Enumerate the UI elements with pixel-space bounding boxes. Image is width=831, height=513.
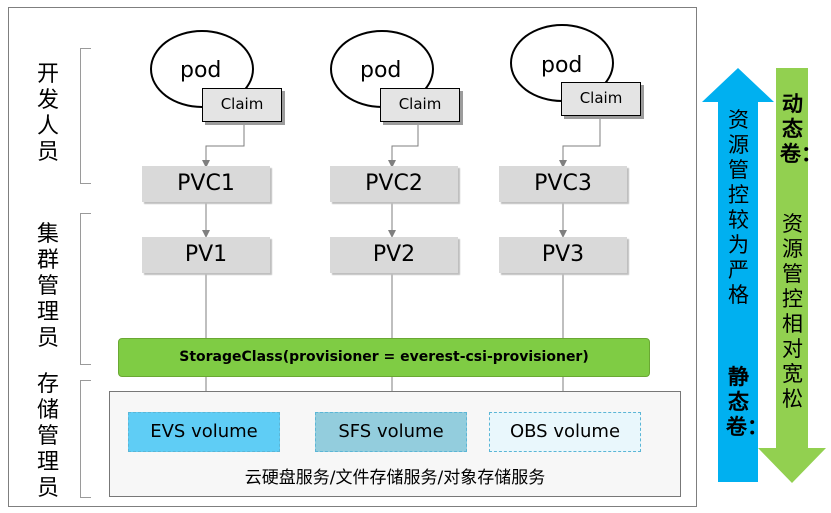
claim3-to-pvc3-line [559, 117, 601, 168]
pv-1: PV1 [142, 237, 270, 273]
static-volume-arrow [702, 68, 774, 482]
static-volume-title: 资源管控较为严格 [728, 108, 749, 307]
pvc-3: PVC3 [499, 166, 627, 202]
cluster-admin-bracket [80, 213, 91, 365]
claim1-to-pvc1-line [202, 124, 245, 168]
dynamic-volume-arrow [758, 68, 826, 483]
pv-2: PV2 [330, 237, 458, 273]
pv-3: PV3 [499, 237, 627, 273]
claim-2: Claim [380, 88, 460, 122]
pod-3-label: pod [541, 53, 583, 78]
pvc-1: PVC1 [142, 166, 270, 202]
storage-admin-bracket [80, 380, 91, 498]
cluster-admin-label: 集群管理员 [36, 222, 59, 351]
dynamic-volume-heading: 动态卷： [780, 92, 822, 166]
claim-1: Claim [202, 88, 282, 122]
pvc-2: PVC2 [330, 166, 458, 202]
evs-volume: EVS volume [128, 412, 280, 452]
developer-bracket [80, 48, 91, 184]
static-volume-text: 资源管控较为严格 [726, 108, 751, 308]
claim2-to-pvc2-line [388, 124, 419, 168]
dynamic-volume-text: 资源管控相对宽松 [782, 212, 803, 411]
sfs-volume: SFS volume [315, 412, 467, 452]
diagram-frame [8, 7, 697, 507]
developer-label: 开发人员 [36, 62, 59, 165]
pod-2-label: pod [360, 58, 402, 83]
pod-1-label: pod [180, 58, 222, 83]
obs-volume: OBS volume [489, 412, 641, 452]
claim-3: Claim [561, 82, 641, 116]
storage-class-bar: StorageClass(provisioner = everest-csi-p… [118, 338, 650, 377]
static-volume-heading: 静态卷： [726, 365, 768, 439]
storage-admin-label: 存储管理员 [36, 372, 59, 501]
storage-services-caption: 云硬盘服务/文件存储服务/对象存储服务 [244, 468, 546, 488]
